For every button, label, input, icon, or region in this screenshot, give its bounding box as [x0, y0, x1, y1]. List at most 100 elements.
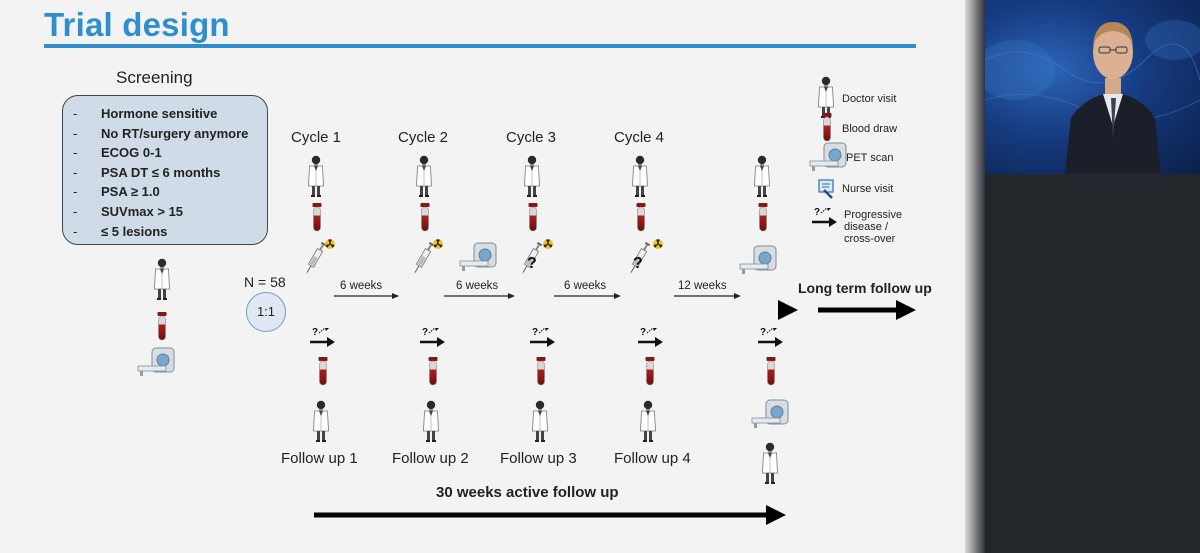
criterion-hormone-sensitive: Hormone sensitive	[101, 106, 218, 121]
interval-label: 6 weeks	[456, 280, 499, 292]
treatment-timeline-arrow-head	[778, 300, 798, 320]
blood-tube-icon	[312, 202, 322, 232]
legend-progressive-label: cross-over	[844, 233, 896, 245]
bullet-dash: -	[73, 203, 78, 219]
criterion-item: - SUVmax > 15	[73, 202, 248, 222]
legend-pet-label: PET scan	[846, 152, 894, 164]
legend-progressive-icon	[810, 205, 839, 229]
criterion-item: - PSA DT ≤ 6 months	[73, 163, 248, 183]
blood-tube-icon	[766, 356, 776, 386]
interval-arrow	[554, 293, 621, 299]
radiation-icon	[325, 239, 335, 249]
legend-pet-scan-icon	[809, 142, 847, 172]
pet-scan-icon	[137, 347, 175, 377]
blood-tube-icon	[636, 202, 646, 232]
randomization-ratio: 1:1	[256, 304, 276, 319]
pet-scan-icon	[459, 242, 497, 272]
cycle-1-label: Cycle 1	[291, 129, 342, 146]
blood-tube-icon	[645, 356, 655, 386]
criterion-psa: PSA ≥ 1.0	[101, 184, 160, 200]
bullet-dash: -	[73, 125, 78, 141]
criterion-item: -ECOG 0-1	[73, 143, 248, 163]
doctor-icon	[416, 155, 432, 198]
eligibility-criteria-box: - Hormone sensitive - No RT/surgery anymor…	[62, 95, 268, 245]
pet-scan-icon	[751, 399, 789, 429]
interval-arrow	[674, 293, 741, 299]
question-mark-icon: ?	[527, 255, 537, 272]
randomization-node: 1:1	[246, 292, 286, 332]
radiation-icon	[433, 239, 443, 249]
long-term-arrow-head	[896, 300, 916, 320]
criterion-item: - PSA ≥ 1.0	[73, 182, 248, 202]
bullet-dash: -	[73, 223, 78, 239]
progressive-disease-icon	[756, 325, 785, 349]
diagram-graphics: ?	[137, 76, 916, 525]
bullet-dash: -	[73, 164, 78, 180]
doctor-icon	[754, 155, 770, 198]
interval-label: 6 weeks	[564, 280, 607, 292]
follow-up-1-label: Follow up 1	[281, 450, 358, 467]
progressive-disease-icon	[308, 325, 337, 349]
slide-edge-shadow	[965, 0, 985, 553]
slide-title: Trial design	[44, 6, 230, 43]
criterion-lesions: ≤ 5 lesions	[101, 223, 168, 239]
doctor-icon	[154, 258, 170, 301]
cycle-3-label: Cycle 3	[506, 129, 557, 146]
doctor-icon	[308, 155, 324, 198]
radiation-icon	[653, 239, 663, 249]
question-mark-icon: ?	[633, 255, 643, 272]
speaker-head	[1093, 25, 1133, 79]
criterion-psa-dt: PSA DT ≤ 6 months	[101, 164, 221, 180]
criterion-ecog: ECOG 0-1	[101, 145, 162, 161]
interval-arrow	[444, 293, 515, 299]
legend-progressive-label: Progressive	[844, 209, 903, 221]
progressive-disease-icon	[636, 325, 665, 349]
legend-doctor-label: Doctor visit	[842, 93, 897, 105]
interval-arrow	[334, 293, 399, 299]
active-follow-up-label: 30 weeks active follow up	[436, 484, 619, 501]
title-underline	[44, 44, 916, 48]
active-follow-up-arrow-head	[766, 505, 786, 525]
legend-blood-label: Blood draw	[842, 123, 898, 135]
follow-up-3-label: Follow up 3	[500, 450, 577, 467]
criterion-suvmax: SUVmax > 15	[101, 203, 184, 219]
doctor-icon	[524, 155, 540, 198]
blood-tube-icon	[420, 202, 430, 232]
criterion-item: - ≤ 5 lesions	[73, 222, 248, 242]
criterion-no-rt-surgery: No RT/surgery anymore	[101, 125, 249, 141]
progressive-disease-icon	[528, 325, 557, 349]
follow-up-2-label: Follow up 2	[392, 450, 469, 467]
legend-progressive-label: disease /	[844, 221, 889, 233]
doctor-icon	[532, 400, 548, 443]
legend-doctor-icon	[818, 76, 834, 119]
interval-label: 6 weeks	[340, 280, 383, 292]
blood-tube-icon	[528, 202, 538, 232]
blood-tube-icon	[318, 356, 328, 386]
slide: Trial design Screening -Hormone sensitiv…	[0, 0, 965, 553]
criteria-list: - Hormone sensitive - No RT/surgery anymor…	[73, 104, 248, 241]
cycle-4-label: Cycle 4	[614, 129, 665, 146]
legend-nurse-icon	[817, 178, 835, 200]
doctor-icon	[640, 400, 656, 443]
bullet-dash: -	[73, 184, 78, 200]
syringe-icon	[411, 241, 436, 275]
speaker-video-feed	[985, 0, 1200, 174]
sample-size-label: N = 58	[244, 274, 286, 290]
radiation-icon	[543, 239, 553, 249]
criterion-item: - No RT/surgery anymore	[73, 124, 248, 144]
blood-tube-icon	[536, 356, 546, 386]
criterion-item: - Hormone sensitive	[73, 104, 248, 124]
cycle-2-label: Cycle 2	[398, 129, 449, 146]
legend-nurse-label: Nurse visit	[842, 183, 894, 195]
doctor-icon	[423, 400, 439, 443]
speaker-video-graphic	[985, 20, 1200, 174]
long-term-follow-up-label: Long term follow up	[798, 280, 932, 296]
pet-scan-icon	[739, 245, 777, 275]
blood-tube-icon	[157, 311, 167, 341]
interval-label: 12 weeks	[678, 280, 727, 292]
bullet-dash: -	[73, 106, 78, 121]
blood-tube-icon	[428, 356, 438, 386]
doctor-icon	[632, 155, 648, 198]
doctor-icon	[762, 442, 778, 485]
progressive-disease-icon	[418, 325, 447, 349]
